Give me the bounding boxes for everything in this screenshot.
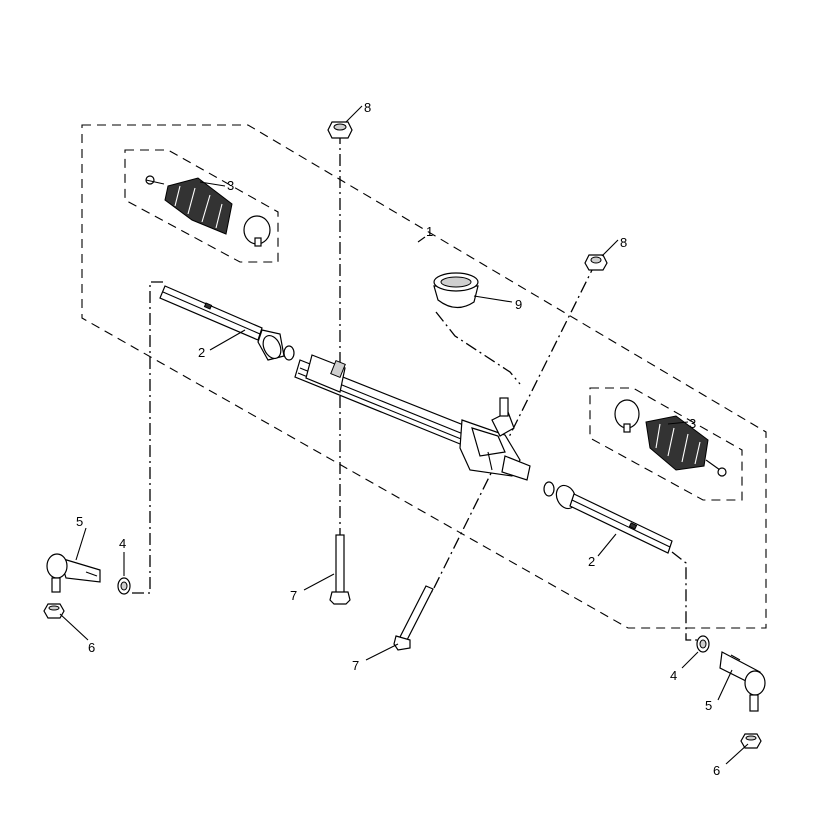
seal — [433, 272, 479, 309]
nut-bottom-left — [43, 603, 65, 619]
callout-7a: 7 — [290, 588, 297, 603]
leader-7a — [303, 573, 335, 591]
leader-9 — [473, 295, 513, 303]
callout-3a: 3 — [227, 178, 234, 193]
callout-4a: 4 — [119, 536, 126, 551]
inner-tie-rod-left — [159, 285, 295, 361]
outer-tie-rod-end-right — [719, 651, 766, 712]
callout-2b: 2 — [588, 554, 595, 569]
callout-7b: 7 — [352, 658, 359, 673]
leader-5a — [75, 527, 87, 561]
steering-gear-housing — [294, 354, 531, 481]
leader-3a — [199, 181, 226, 187]
leader-1 — [417, 236, 426, 243]
callout-1: 1 — [426, 224, 433, 239]
callout-5b: 5 — [705, 698, 712, 713]
leader-6b — [725, 743, 749, 765]
outer-tie-rod-end-left — [46, 553, 101, 593]
tie-rod-axis-right — [671, 551, 700, 641]
callout-4b: 4 — [670, 668, 677, 683]
seal-axis — [435, 311, 521, 385]
leader-7b — [365, 643, 399, 661]
leader-2a — [209, 329, 246, 351]
leader-5b — [717, 669, 733, 701]
callout-6a: 6 — [88, 640, 95, 655]
bolt-left — [329, 534, 351, 605]
callout-6b: 6 — [713, 763, 720, 778]
boot-kit-outline-right — [589, 387, 743, 501]
leader-2b — [597, 533, 617, 557]
boot-left — [145, 175, 271, 247]
jam-nut-left — [117, 577, 131, 595]
leader-4b — [681, 651, 699, 669]
tie-rod-axis-left — [130, 281, 163, 594]
leader-8a — [345, 105, 363, 123]
callout-8a: 8 — [364, 100, 371, 115]
callout-3b: 3 — [689, 416, 696, 431]
nut-top-left — [327, 121, 353, 139]
inner-tie-rod-right — [543, 481, 673, 554]
callout-9: 9 — [515, 297, 522, 312]
leader-3b — [667, 421, 689, 425]
bolt-right — [393, 585, 434, 651]
nut-top-right — [584, 254, 608, 271]
callout-8b: 8 — [620, 235, 627, 250]
jam-nut-right — [696, 635, 710, 653]
leader-8b — [601, 239, 619, 257]
callout-5a: 5 — [76, 514, 83, 529]
assembly-outline — [81, 124, 767, 629]
nut-bottom-right — [740, 733, 762, 749]
leader-6a — [59, 613, 89, 641]
boot-right — [614, 399, 727, 477]
callout-2a: 2 — [198, 345, 205, 360]
